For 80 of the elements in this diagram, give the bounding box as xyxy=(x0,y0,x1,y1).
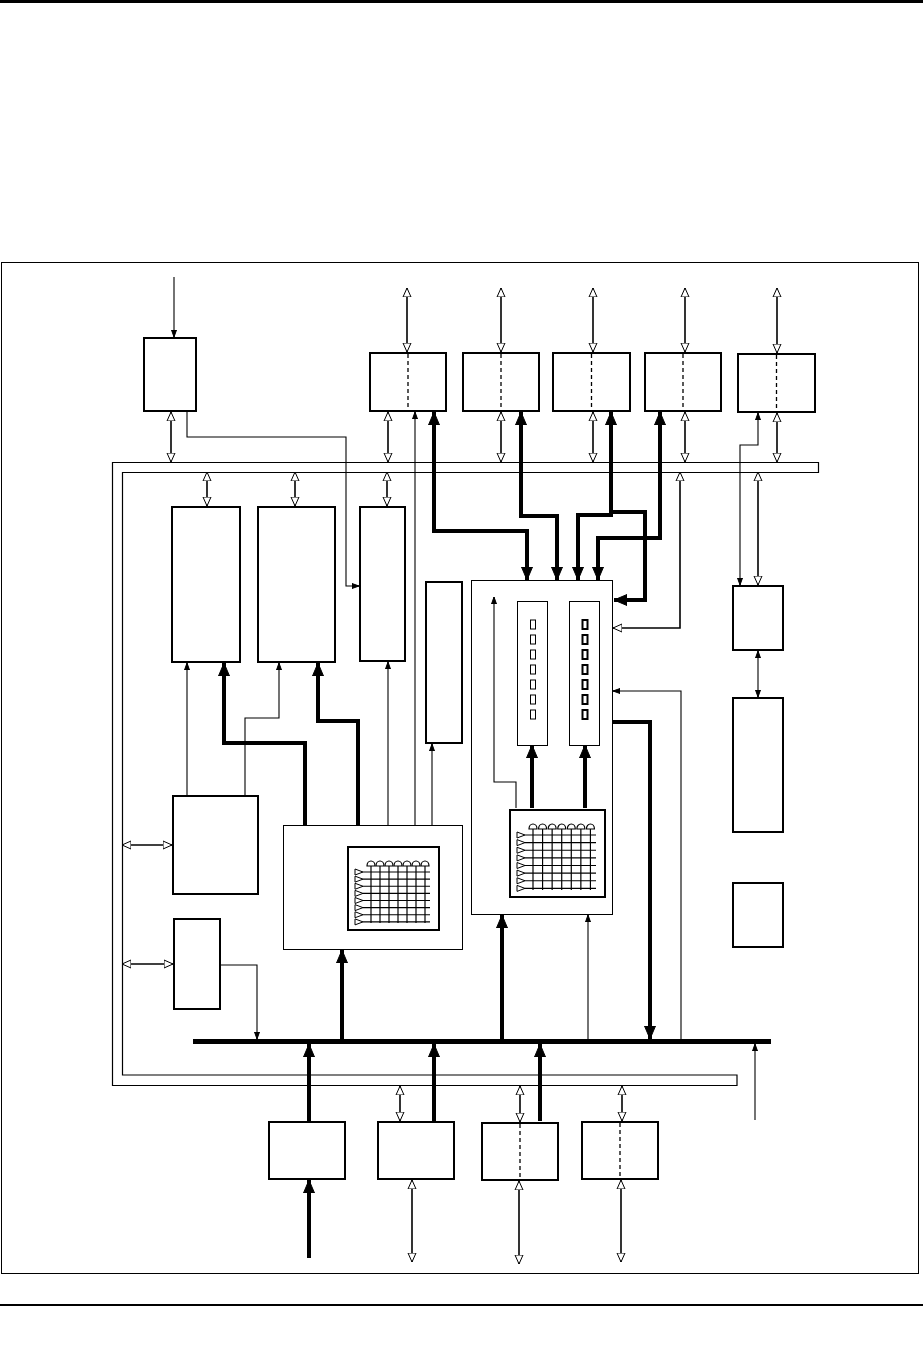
bus-arrow xyxy=(402,287,412,353)
bus-arrow xyxy=(588,287,598,353)
arrow xyxy=(171,276,177,338)
bus-arrow xyxy=(166,411,176,463)
bus-arrow xyxy=(514,1180,524,1265)
bus-arrow xyxy=(121,959,174,969)
bus-arrow xyxy=(383,411,393,463)
function-block xyxy=(268,1121,346,1180)
thick-arrow xyxy=(515,411,563,581)
function-block xyxy=(425,581,463,744)
thick-arrow xyxy=(613,720,656,1040)
thick-arrow xyxy=(218,662,307,825)
arrow xyxy=(220,964,260,1040)
bus-arrow xyxy=(680,411,690,463)
arrow xyxy=(244,662,282,796)
thick-arrow xyxy=(526,744,538,808)
bus-arrow xyxy=(772,412,782,463)
bus-bar xyxy=(112,462,819,1086)
function-block xyxy=(171,506,241,663)
function-block xyxy=(581,1121,659,1180)
thick-arrow xyxy=(428,1043,440,1121)
function-block xyxy=(732,585,784,651)
bus-arrow xyxy=(395,1085,405,1122)
function-block xyxy=(369,352,447,412)
function-block xyxy=(517,601,548,746)
thick-arrow xyxy=(312,662,360,825)
arrow xyxy=(412,411,418,826)
arrow xyxy=(385,661,391,826)
bus-arrow xyxy=(202,471,212,507)
function-block xyxy=(569,601,600,746)
bus-arrow xyxy=(496,411,506,463)
thick-arrow xyxy=(428,411,533,581)
thick-arrow xyxy=(609,412,647,606)
arrow xyxy=(612,688,682,1040)
function-block xyxy=(173,918,221,1010)
thick-arrow xyxy=(592,411,666,581)
thick-arrow xyxy=(579,744,591,808)
function-block xyxy=(737,353,816,413)
function-block xyxy=(732,697,784,833)
thick-arrow xyxy=(496,914,508,1039)
arrow xyxy=(429,743,435,826)
bus-arrow xyxy=(680,287,690,353)
arrow xyxy=(752,1043,758,1121)
thick-arrow xyxy=(303,1043,315,1121)
bus-bar xyxy=(193,1039,771,1044)
function-block xyxy=(732,882,784,948)
bus-arrow xyxy=(515,1085,525,1123)
function-block xyxy=(644,352,722,412)
thick-arrow xyxy=(336,949,348,1039)
arrow xyxy=(737,412,761,586)
function-block xyxy=(462,352,540,412)
bus-arrow xyxy=(496,287,506,353)
bus-arrow xyxy=(290,471,300,507)
function-block xyxy=(143,337,197,412)
function-block xyxy=(359,506,406,662)
thick-arrow xyxy=(534,1043,546,1121)
arrow xyxy=(755,650,761,698)
thick-arrow xyxy=(303,1179,315,1258)
function-block xyxy=(552,352,631,412)
logic-block xyxy=(471,580,613,915)
function-block xyxy=(377,1121,455,1180)
arrow xyxy=(186,411,360,589)
bus-arrow xyxy=(617,1085,627,1122)
bus-arrow xyxy=(753,471,763,586)
bus-arrow xyxy=(588,411,598,463)
bus-arrow xyxy=(616,1179,626,1263)
bus-arrow xyxy=(772,287,782,354)
logic-block xyxy=(283,825,463,950)
function-block xyxy=(481,1122,559,1181)
bus-arrow xyxy=(612,471,685,633)
function-block xyxy=(257,506,336,663)
arrow xyxy=(184,662,190,796)
function-block xyxy=(172,795,259,895)
bus-arrow xyxy=(382,471,392,507)
bus-arrow xyxy=(407,1179,417,1263)
bus-arrow xyxy=(121,840,173,850)
logic-array-drawing xyxy=(347,846,440,931)
arrow xyxy=(585,914,591,1040)
arrow xyxy=(491,596,517,809)
logic-array-drawing xyxy=(509,809,606,898)
